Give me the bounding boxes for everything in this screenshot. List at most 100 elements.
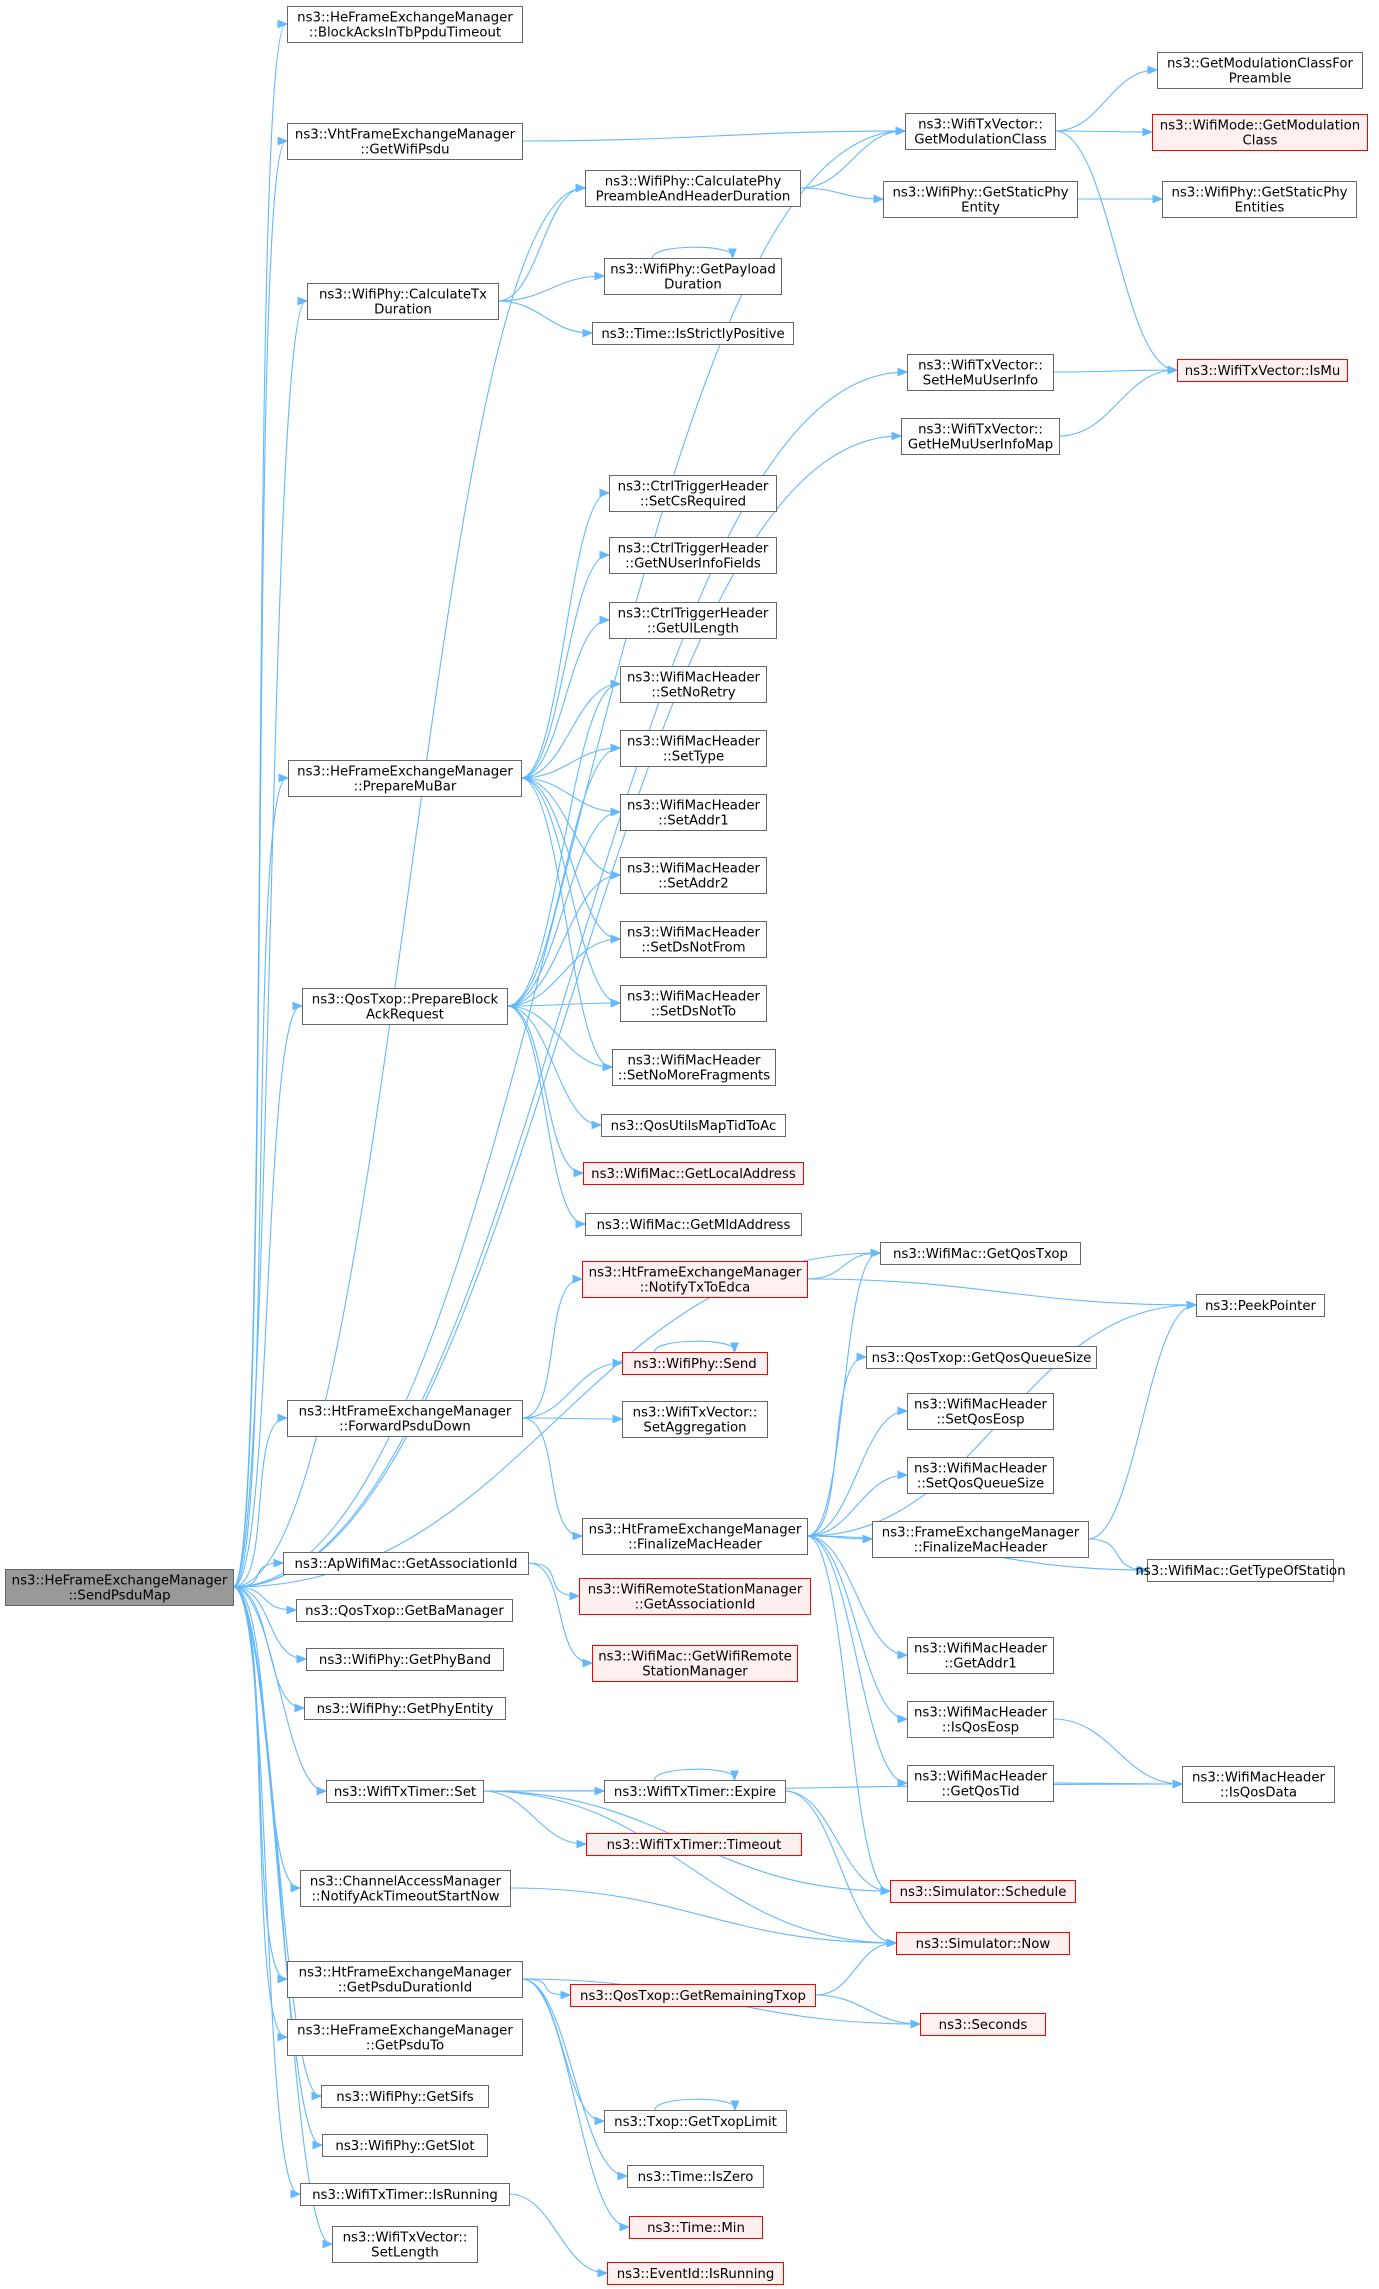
node-notifytxtoedca[interactable]: ns3::HtFrameExchangeManager::NotifyTxToE… bbox=[582, 1261, 808, 1298]
node-setcsrequired[interactable]: ns3::CtrlTriggerHeader::SetCsRequired bbox=[609, 475, 777, 512]
node-setnomorefragments[interactable]: ns3::WifiMacHeader::SetNoMoreFragments bbox=[612, 1049, 776, 1086]
node-label: ns3::WifiMacHeader bbox=[627, 862, 761, 877]
node-vhtgetwifipsdu[interactable]: ns3::VhtFrameExchangeManager::GetWifiPsd… bbox=[287, 123, 523, 160]
node-label: ns3::CtrlTriggerHeader bbox=[618, 542, 769, 557]
node-txtimerexpire[interactable]: ns3::WifiTxTimer::Expire bbox=[604, 1780, 786, 1803]
node-txtimertimeout[interactable]: ns3::WifiTxTimer::Timeout bbox=[586, 1833, 802, 1856]
node-notifyacktimeout[interactable]: ns3::ChannelAccessManager::NotifyAckTime… bbox=[300, 1870, 511, 1907]
node-setaddr1[interactable]: ns3::WifiMacHeader::SetAddr1 bbox=[620, 794, 767, 831]
node-label: ns3::Simulator::Schedule bbox=[900, 1885, 1067, 1900]
node-label: ns3::WifiMacHeader bbox=[627, 735, 761, 750]
node-timemin[interactable]: ns3::Time::Min bbox=[629, 2216, 763, 2239]
node-blockacks[interactable]: ns3::HeFrameExchangeManager::BlockAcksIn… bbox=[287, 6, 523, 43]
node-getassocid[interactable]: ns3::ApWifiMac::GetAssociationId bbox=[283, 1552, 529, 1575]
node-label: ns3::WifiTxVector:: bbox=[918, 118, 1043, 133]
node-getmldaddress[interactable]: ns3::WifiMac::GetMldAddress bbox=[585, 1213, 802, 1236]
edge-preparemubar-to-getullength bbox=[520, 619, 609, 779]
node-eventidisrunning[interactable]: ns3::EventId::IsRunning bbox=[607, 2262, 784, 2285]
node-qosutilsmaptid[interactable]: ns3::QosUtilsMapTidToAc bbox=[601, 1114, 786, 1137]
edge-root-to-getbamanager-arrow bbox=[286, 1605, 298, 1615]
node-getqosqueuesize[interactable]: ns3::QosTxop::GetQosQueueSize bbox=[866, 1346, 1097, 1369]
node-box bbox=[321, 2085, 489, 2108]
node-timeiszero[interactable]: ns3::Time::IsZero bbox=[627, 2165, 764, 2188]
node-box bbox=[907, 1457, 1054, 1494]
node-isqosdata[interactable]: ns3::WifiMacHeader::IsQosData bbox=[1182, 1766, 1335, 1803]
node-preparemubar[interactable]: ns3::HeFrameExchangeManager::PrepareMuBa… bbox=[288, 760, 522, 797]
node-getremainingtxop[interactable]: ns3::QosTxop::GetRemainingTxop bbox=[570, 1984, 816, 2007]
node-box bbox=[582, 1518, 808, 1555]
node-label: ::NotifyTxToEdca bbox=[640, 1281, 751, 1296]
node-txtimerisrunning[interactable]: ns3::WifiTxTimer::IsRunning bbox=[300, 2183, 510, 2206]
node-simschedule[interactable]: ns3::Simulator::Schedule bbox=[890, 1880, 1076, 1903]
edge-prepareblockack-to-setnomorefragments-arrow bbox=[602, 1062, 614, 1072]
node-seconds[interactable]: ns3::Seconds bbox=[920, 2013, 1046, 2036]
node-setdsnotfrom[interactable]: ns3::WifiMacHeader::SetDsNotFrom bbox=[620, 921, 767, 958]
node-getullength[interactable]: ns3::CtrlTriggerHeader::GetUlLength bbox=[609, 602, 777, 639]
node-getqostxop[interactable]: ns3::WifiMac::GetQosTxop bbox=[880, 1242, 1081, 1265]
node-label: ns3::WifiPhy::Send bbox=[633, 1357, 757, 1372]
node-gettxoplimit[interactable]: ns3::Txop::GetTxopLimit bbox=[604, 2110, 787, 2133]
node-getwifiremotemanager[interactable]: ns3::WifiMac::GetWifiRemoteStationManage… bbox=[592, 1645, 798, 1682]
node-getpsdudurationid[interactable]: ns3::HtFrameExchangeManager::GetPsduDura… bbox=[287, 1961, 523, 1998]
node-box bbox=[332, 2226, 478, 2263]
node-ismu[interactable]: ns3::WifiTxVector::IsMu bbox=[1177, 359, 1348, 382]
node-setqosqueuesize[interactable]: ns3::WifiMacHeader::SetQosQueueSize bbox=[907, 1457, 1054, 1494]
node-getphyband[interactable]: ns3::WifiPhy::GetPhyBand bbox=[306, 1648, 504, 1671]
node-gettypeofstation[interactable]: ns3::WifiMac::GetTypeOfStation bbox=[1135, 1559, 1346, 1582]
node-fefinalizemacheader[interactable]: ns3::FrameExchangeManager::FinalizeMacHe… bbox=[872, 1521, 1089, 1558]
node-setqoseosp[interactable]: ns3::WifiMacHeader::SetQosEosp bbox=[907, 1393, 1054, 1430]
edge-getremainingtxop-to-simnow bbox=[814, 1942, 896, 1996]
edge-gethemuuserinfomap-to-ismu-arrow bbox=[1167, 365, 1179, 375]
node-sethemuuserinfo[interactable]: ns3::WifiTxVector::SetHeMuUserInfo bbox=[907, 354, 1054, 391]
edge-txtimerisrunning-to-eventidisrunning-arrow bbox=[597, 2268, 609, 2278]
node-box bbox=[601, 1114, 786, 1137]
node-isqoseosp[interactable]: ns3::WifiMacHeader::IsQosEosp bbox=[907, 1701, 1054, 1738]
node-calcpreamble[interactable]: ns3::WifiPhy::CalculatePhyPreambleAndHea… bbox=[585, 170, 801, 207]
node-isstrictlypositive[interactable]: ns3::Time::IsStrictlyPositive bbox=[592, 322, 794, 345]
node-getaddr1[interactable]: ns3::WifiMacHeader::GetAddr1 bbox=[907, 1637, 1054, 1674]
node-label: ns3::QosUtilsMapTidToAc bbox=[611, 1119, 777, 1134]
node-wifiphysend[interactable]: ns3::WifiPhy::Send bbox=[622, 1352, 768, 1375]
node-txtimerset[interactable]: ns3::WifiTxTimer::Set bbox=[326, 1780, 484, 1803]
node-getslot[interactable]: ns3::WifiPhy::GetSlot bbox=[322, 2134, 488, 2157]
node-gethemuuserinfomap[interactable]: ns3::WifiTxVector::GetHeMuUserInfoMap bbox=[901, 418, 1060, 455]
node-settype[interactable]: ns3::WifiMacHeader::SetType bbox=[620, 730, 767, 767]
node-getbamanager[interactable]: ns3::QosTxop::GetBaManager bbox=[296, 1599, 513, 1622]
node-getremoteassocid[interactable]: ns3::WifiRemoteStationManager::GetAssoci… bbox=[579, 1578, 811, 1615]
node-getpsduto[interactable]: ns3::HeFrameExchangeManager::GetPsduTo bbox=[287, 2019, 523, 2056]
node-getlocaladdress[interactable]: ns3::WifiMac::GetLocalAddress bbox=[583, 1162, 804, 1185]
node-getsifs[interactable]: ns3::WifiPhy::GetSifs bbox=[321, 2085, 489, 2108]
edge-root-to-getphyband bbox=[232, 1586, 306, 1660]
node-forwardpsdudown[interactable]: ns3::HtFrameExchangeManager::ForwardPsdu… bbox=[287, 1400, 523, 1437]
node-label: ns3::WifiMacHeader bbox=[1192, 1771, 1326, 1786]
node-setlength[interactable]: ns3::WifiTxVector::SetLength bbox=[332, 2226, 478, 2263]
edge-root-to-getmodclass bbox=[232, 130, 905, 1588]
edge-root-to-txtimerset bbox=[232, 1586, 326, 1792]
node-getmodclass[interactable]: ns3::WifiTxVector::GetModulationClass bbox=[905, 113, 1056, 150]
node-setaddr2[interactable]: ns3::WifiMacHeader::SetAddr2 bbox=[620, 857, 767, 894]
edge-forwardpsdudown-to-setaggregation-arrow bbox=[612, 1414, 624, 1424]
edge-root-to-getpsduto bbox=[232, 1586, 287, 2038]
node-root[interactable]: ns3::HeFrameExchangeManager::SendPsduMap bbox=[5, 1569, 234, 1606]
node-getnuserinfofields[interactable]: ns3::CtrlTriggerHeader::GetNUserInfoFiel… bbox=[609, 537, 777, 574]
node-getqostid[interactable]: ns3::WifiMacHeader::GetQosTid bbox=[907, 1765, 1054, 1802]
edge-preparemubar-to-setcsrequired bbox=[520, 492, 609, 779]
node-peekpointer[interactable]: ns3::PeekPointer bbox=[1196, 1294, 1325, 1317]
edge-finalizemacheader-to-getqosqueuesize-arrow bbox=[856, 1352, 868, 1362]
node-setdsnotto[interactable]: ns3::WifiMacHeader::SetDsNotTo bbox=[620, 985, 767, 1022]
node-finalizemacheader[interactable]: ns3::HtFrameExchangeManager::FinalizeMac… bbox=[582, 1518, 808, 1555]
node-box bbox=[620, 857, 767, 894]
edge-finalizemacheader-to-setqoseosp bbox=[806, 1410, 907, 1537]
node-setnoretry[interactable]: ns3::WifiMacHeader::SetNoRetry bbox=[620, 666, 767, 703]
node-wifimodegetmodclass[interactable]: ns3::WifiMode::GetModulationClass bbox=[1152, 114, 1368, 151]
node-simnow[interactable]: ns3::Simulator::Now bbox=[896, 1932, 1070, 1955]
node-getphyentity[interactable]: ns3::WifiPhy::GetPhyEntity bbox=[304, 1697, 506, 1720]
node-setaggregation[interactable]: ns3::WifiTxVector::SetAggregation bbox=[622, 1401, 768, 1438]
edge-forwardpsdudown-to-setaggregation bbox=[521, 1417, 622, 1420]
